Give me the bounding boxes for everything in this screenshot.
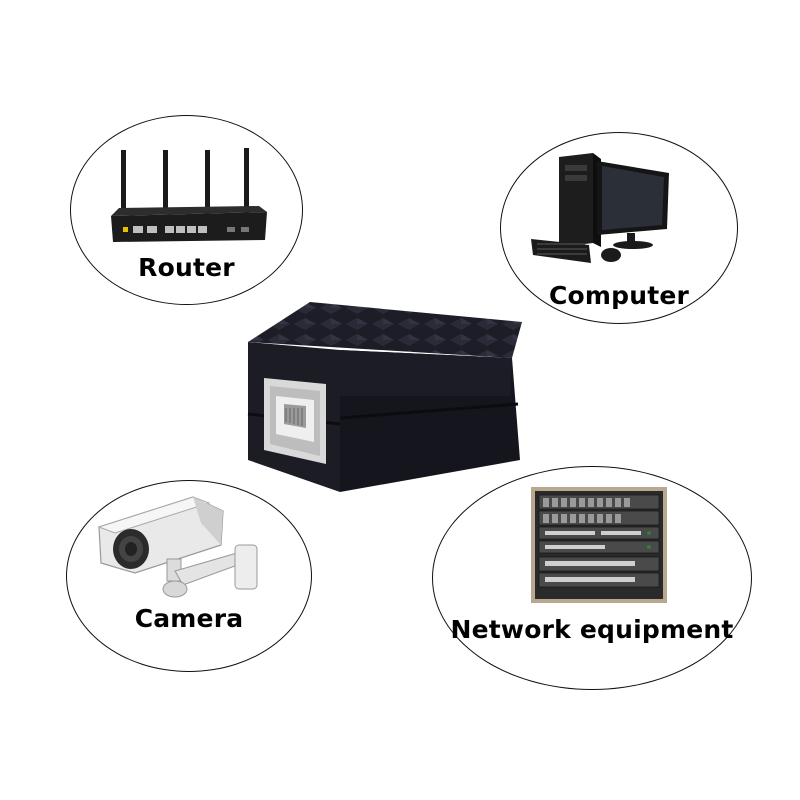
router-bubble: Router — [70, 115, 303, 305]
security-camera-icon — [97, 496, 258, 598]
router-icon — [111, 148, 267, 242]
network-bubble: Network equipment — [432, 466, 752, 690]
computer-bubble: Computer — [500, 132, 738, 324]
router-label: Router — [138, 253, 235, 282]
computer-label: Computer — [548, 281, 690, 310]
rj45-coupler-icon — [247, 302, 522, 492]
camera-label: Camera — [134, 604, 244, 633]
camera-bubble: Camera — [66, 480, 312, 672]
desktop-computer-icon — [531, 153, 669, 263]
server-rack-icon — [531, 487, 667, 603]
network-label: Network equipment — [450, 615, 734, 644]
